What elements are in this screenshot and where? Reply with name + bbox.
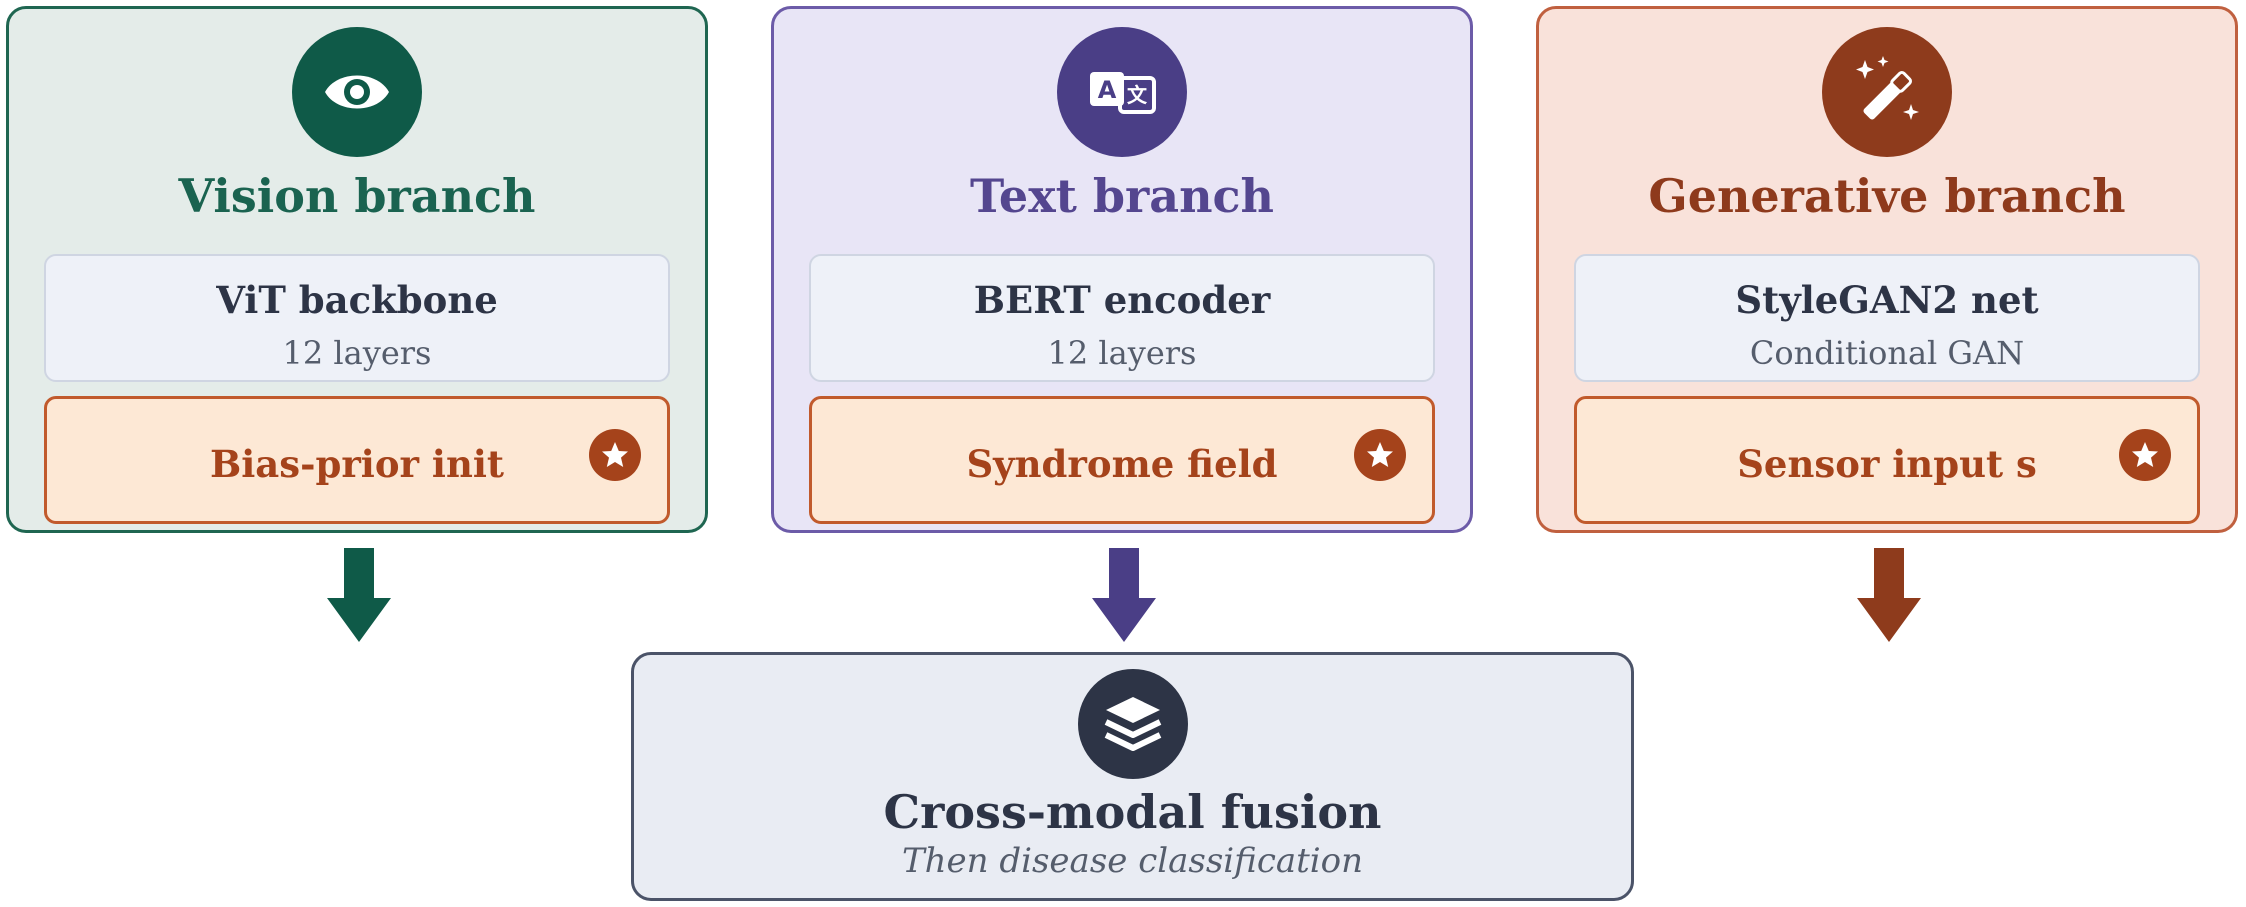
generative-param-label: Sensor input s <box>1737 442 2037 486</box>
svg-text:A: A <box>1098 76 1117 104</box>
text-branch-title: Text branch <box>969 169 1274 223</box>
fusion-panel: Cross-modal fusion Then disease classifi… <box>631 652 1634 901</box>
vision-model-detail: 12 layers <box>282 334 432 372</box>
text-model-detail: 12 layers <box>1047 334 1197 372</box>
generative-branch-title: Generative branch <box>1648 169 2126 223</box>
text-param-card: Syndrome field <box>809 396 1435 524</box>
text-branch-panel: A 文 Text branch BERT encoder 12 layers S… <box>771 6 1473 533</box>
text-model-name: BERT encoder <box>973 278 1271 322</box>
generative-model-name: StyleGAN2 net <box>1735 278 2039 322</box>
layers-icon <box>1077 669 1188 779</box>
generative-model-card: StyleGAN2 net Conditional GAN <box>1574 254 2200 382</box>
magic-wand-icon <box>1822 27 1952 157</box>
vision-branch-panel: Vision branch ViT backbone 12 layers Bia… <box>6 6 708 533</box>
translate-icon: A 文 <box>1057 27 1187 157</box>
down-arrow-icon <box>1857 548 1921 646</box>
vision-param-card: Bias-prior init <box>44 396 670 524</box>
star-icon <box>2119 429 2171 481</box>
down-arrow-icon <box>1092 548 1156 646</box>
text-model-card: BERT encoder 12 layers <box>809 254 1435 382</box>
eye-icon <box>292 27 422 157</box>
generative-model-detail: Conditional GAN <box>1749 334 2025 372</box>
generative-param-card: Sensor input s <box>1574 396 2200 524</box>
star-icon <box>1354 429 1406 481</box>
star-icon <box>589 429 641 481</box>
fusion-subtitle: Then disease classification <box>901 841 1364 881</box>
vision-branch-title: Vision branch <box>178 169 536 223</box>
text-param-label: Syndrome field <box>966 442 1278 486</box>
vision-param-label: Bias-prior init <box>209 442 505 486</box>
svg-text:文: 文 <box>1127 83 1148 107</box>
fusion-title: Cross-modal fusion <box>883 785 1382 839</box>
vision-model-card: ViT backbone 12 layers <box>44 254 670 382</box>
vision-model-name: ViT backbone <box>216 278 498 322</box>
generative-branch-panel: Generative branch StyleGAN2 net Conditio… <box>1536 6 2238 533</box>
down-arrow-icon <box>327 548 391 646</box>
